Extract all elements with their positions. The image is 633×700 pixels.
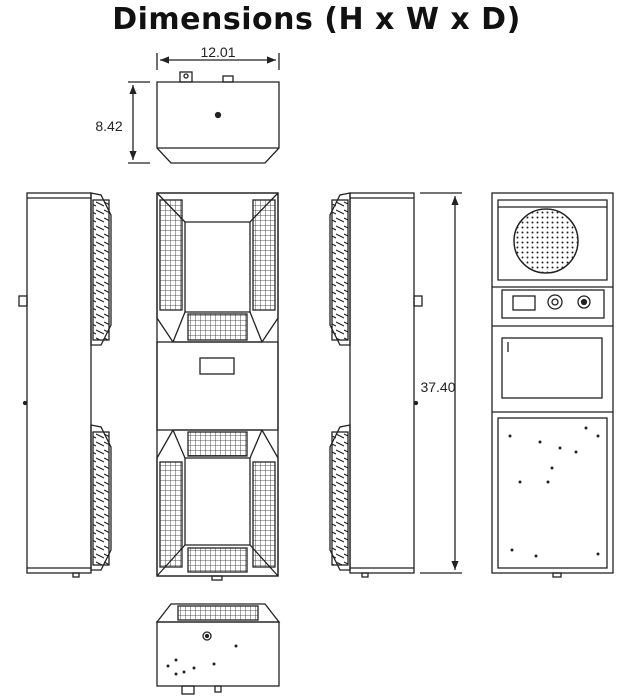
left-side-view: [18, 192, 112, 578]
front-view: [156, 192, 279, 581]
bottom-view: [155, 603, 281, 695]
top-view: [128, 53, 280, 164]
depth-dimension-label: 8.42: [95, 118, 122, 134]
page-title: Dimensions (H x W x D): [112, 2, 521, 37]
right-side-view: [329, 192, 462, 578]
height-dimension-label: 37.40: [420, 379, 455, 395]
width-dimension-label: 12.01: [200, 44, 235, 60]
rear-view: [491, 192, 614, 578]
